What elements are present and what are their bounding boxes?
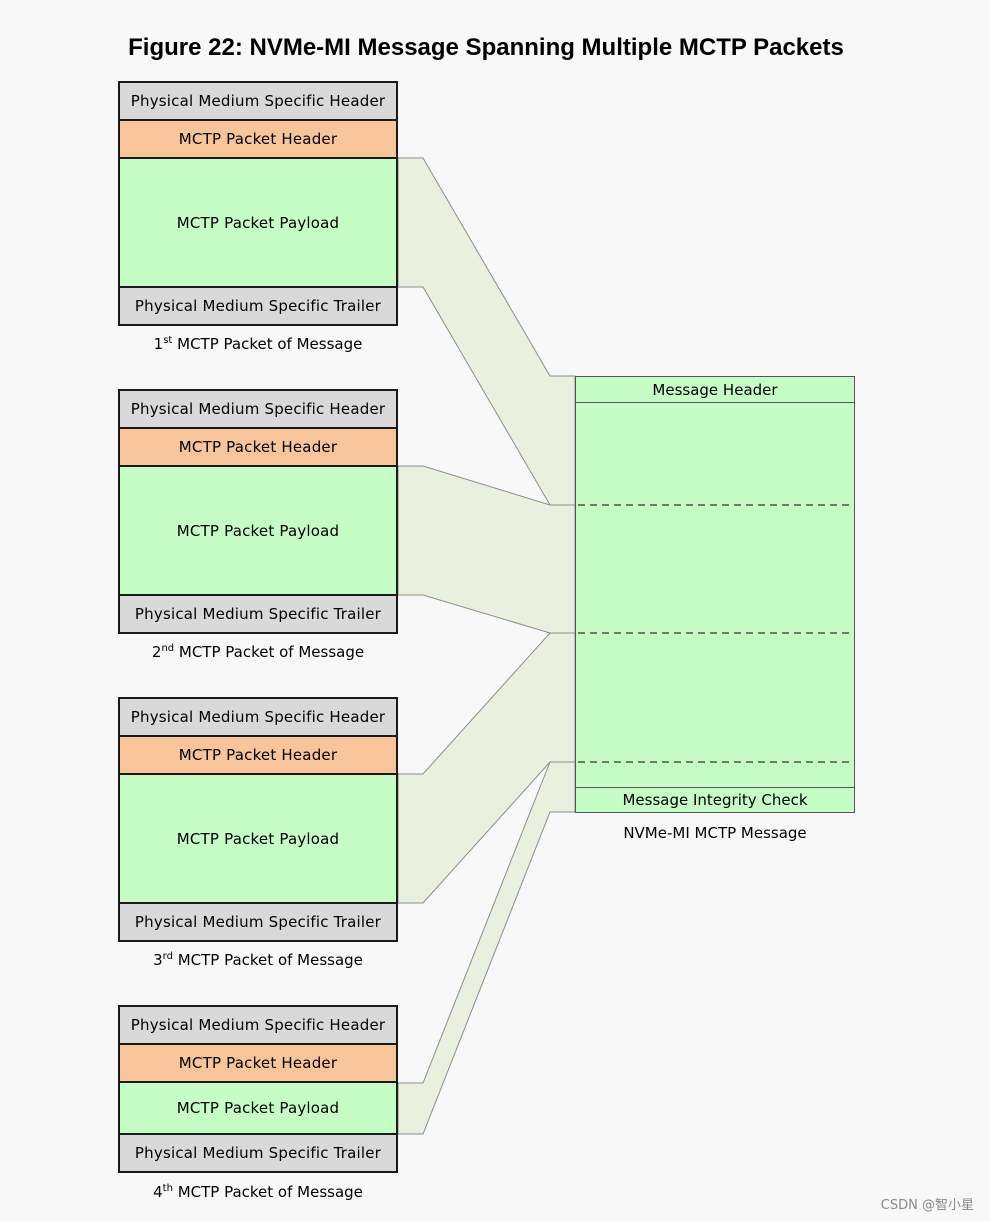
message-header: Message Header <box>575 376 855 403</box>
watermark: CSDN @智小星 <box>880 1198 974 1213</box>
phy-header: Physical Medium Specific Header <box>118 1005 398 1045</box>
phy-header: Physical Medium Specific Header <box>118 81 398 121</box>
mctp-header: MCTP Packet Header <box>118 427 398 467</box>
mctp-header: MCTP Packet Header <box>118 735 398 775</box>
mctp-payload: MCTP Packet Payload <box>118 157 398 288</box>
packet-caption: 3rd MCTP Packet of Message <box>153 951 363 969</box>
mctp-payload: MCTP Packet Payload <box>118 773 398 904</box>
phy-trailer: Physical Medium Specific Trailer <box>118 902 398 942</box>
message-body <box>575 402 855 788</box>
message-integrity-check: Message Integrity Check <box>575 787 855 813</box>
packet-caption: 4th MCTP Packet of Message <box>153 1183 363 1201</box>
packet-caption: 1st MCTP Packet of Message <box>153 335 363 353</box>
phy-header: Physical Medium Specific Header <box>118 389 398 429</box>
phy-trailer: Physical Medium Specific Trailer <box>118 286 398 326</box>
message-caption: NVMe-MI MCTP Message <box>623 824 807 842</box>
figure-title: Figure 22: NVMe-MI Message Spanning Mult… <box>128 34 844 61</box>
packet-caption: 2nd MCTP Packet of Message <box>151 643 365 661</box>
mctp-payload: MCTP Packet Payload <box>118 465 398 596</box>
phy-trailer: Physical Medium Specific Trailer <box>118 594 398 634</box>
phy-trailer: Physical Medium Specific Trailer <box>118 1133 398 1173</box>
